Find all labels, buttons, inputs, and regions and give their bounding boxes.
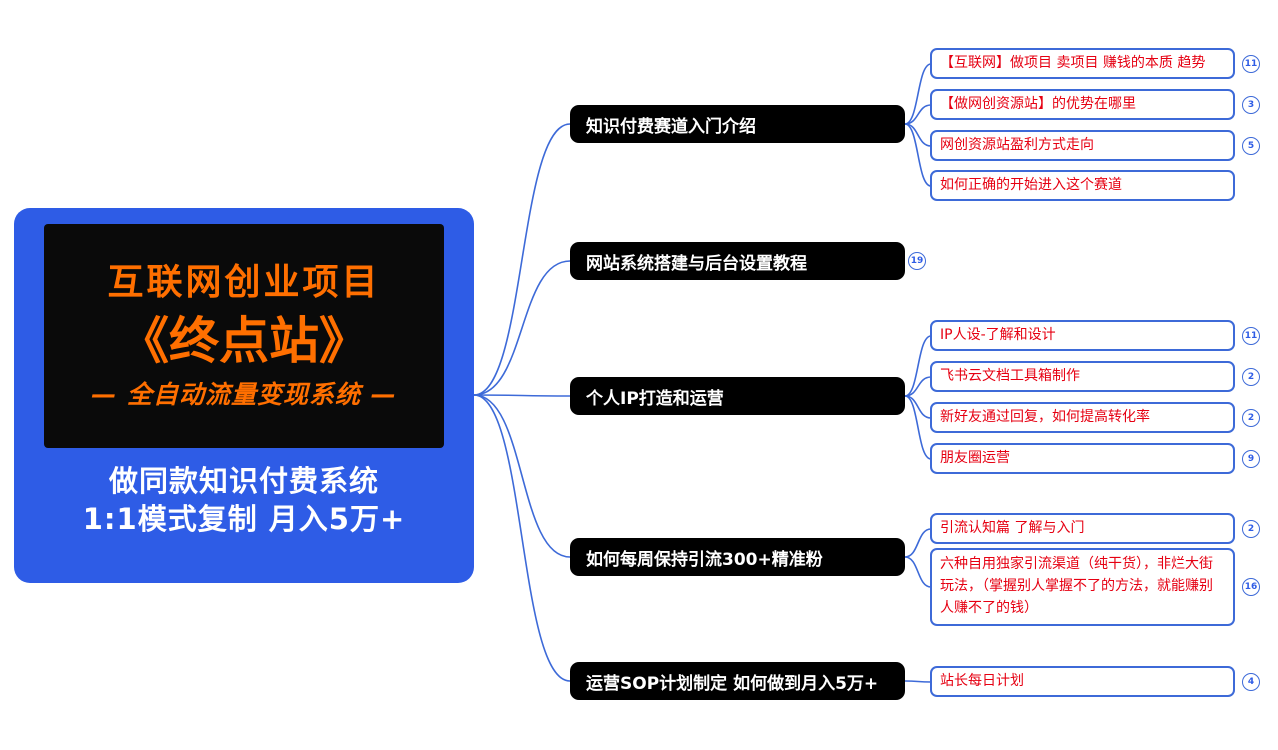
connector — [904, 556, 932, 588]
topic-count-badge: 19 — [908, 252, 926, 270]
subtopic-label: 新好友通过回复，如何提高转化率 — [940, 408, 1150, 425]
topic-count-badge: 2 — [1242, 368, 1260, 386]
connector — [904, 680, 932, 683]
branch-topic-traffic[interactable]: 如何每周保持引流300+精准粉 — [570, 538, 905, 576]
subtopic-label: 飞书云文档工具箱制作 — [940, 367, 1080, 384]
connector — [473, 260, 571, 396]
topic-count-badge: 11 — [1242, 327, 1260, 345]
subtopic-1-4[interactable]: 如何正确的开始进入这个赛道 — [930, 170, 1235, 201]
root-title-line1: 互联网创业项目 — [107, 261, 381, 303]
connector — [904, 528, 932, 558]
subtopic-label: 如何正确的开始进入这个赛道 — [940, 176, 1122, 193]
connector — [904, 104, 932, 125]
subtopic-label: 【互联网】做项目 卖项目 赚钱的本质 趋势 — [940, 54, 1206, 71]
branch-topic-label: 运营SOP计划制定 如何做到月入5万+ — [586, 673, 879, 694]
connector — [904, 395, 932, 460]
root-topic-banner: 互联网创业项目 《终点站》 — 全自动流量变现系统 — — [44, 224, 444, 448]
branch-topic-label: 如何每周保持引流300+精准粉 — [586, 549, 823, 570]
subtopic-label: 朋友圈运营 — [940, 449, 1010, 466]
topic-count-badge: 9 — [1242, 450, 1260, 468]
branch-topic-personal-ip[interactable]: 个人IP打造和运营 — [570, 377, 905, 415]
topic-count-badge: 4 — [1242, 673, 1260, 691]
root-topic[interactable]: 互联网创业项目 《终点站》 — 全自动流量变现系统 — 做同款知识付费系统 1:… — [14, 208, 474, 583]
connector — [904, 376, 932, 397]
subtopic-1-2[interactable]: 【做网创资源站】的优势在哪里 — [930, 89, 1235, 120]
topic-count-badge: 2 — [1242, 409, 1260, 427]
branch-topic-website-setup[interactable]: 网站系统搭建与后台设置教程 — [570, 242, 905, 280]
branch-topic-label: 个人IP打造和运营 — [586, 388, 724, 409]
connector — [904, 123, 932, 187]
branch-topic-label: 知识付费赛道入门介绍 — [586, 116, 756, 137]
branch-topic-sop[interactable]: 运营SOP计划制定 如何做到月入5万+ — [570, 662, 905, 700]
subtopic-label: 六种自用独家引流渠道（纯干货），非烂大街玩法，（掌握别人掌握不了的方法，就能赚别… — [940, 556, 1213, 616]
subtopic-3-4[interactable]: 朋友圈运营 — [930, 443, 1235, 474]
subtopic-label: 【做网创资源站】的优势在哪里 — [940, 95, 1136, 112]
topic-count-badge: 11 — [1242, 55, 1260, 73]
connector — [904, 123, 932, 147]
subtopic-3-1[interactable]: IP人设-了解和设计 — [930, 320, 1235, 351]
subtopic-label: 引流认知篇 了解与入门 — [940, 519, 1085, 536]
subtopic-3-3[interactable]: 新好友通过回复，如何提高转化率 — [930, 402, 1235, 433]
subtopic-3-2[interactable]: 飞书云文档工具箱制作 — [930, 361, 1235, 392]
subtopic-label: IP人设-了解和设计 — [940, 326, 1056, 343]
branch-topic-intro[interactable]: 知识付费赛道入门介绍 — [570, 105, 905, 143]
root-subtitle-line2: 1:1模式复制 月入5万+ — [82, 502, 406, 536]
connector — [473, 394, 571, 397]
connector — [904, 63, 932, 125]
subtopic-1-1[interactable]: 【互联网】做项目 卖项目 赚钱的本质 趋势 — [930, 48, 1235, 79]
topic-count-badge: 2 — [1242, 520, 1260, 538]
branch-topic-label: 网站系统搭建与后台设置教程 — [586, 253, 807, 274]
subtopic-label: 网创资源站盈利方式走向 — [940, 136, 1094, 153]
connector — [904, 395, 932, 419]
subtopic-5-1[interactable]: 站长每日计划 — [930, 666, 1235, 697]
topic-count-badge: 16 — [1242, 578, 1260, 596]
subtopic-4-1[interactable]: 引流认知篇 了解与入门 — [930, 513, 1235, 544]
root-title-line2: 《终点站》 — [119, 312, 369, 371]
root-subtitle: 做同款知识付费系统 1:1模式复制 月入5万+ — [14, 462, 474, 538]
connector — [473, 394, 571, 682]
topic-count-badge: 3 — [1242, 96, 1260, 114]
subtopic-4-2[interactable]: 六种自用独家引流渠道（纯干货），非烂大街玩法，（掌握别人掌握不了的方法，就能赚别… — [930, 548, 1235, 626]
connector — [473, 394, 571, 558]
subtopic-1-3[interactable]: 网创资源站盈利方式走向 — [930, 130, 1235, 161]
connector — [473, 123, 571, 396]
topic-count-badge: 5 — [1242, 137, 1260, 155]
connector — [904, 335, 932, 397]
root-title-line3: — 全自动流量变现系统 — — [91, 380, 397, 410]
root-subtitle-line1: 做同款知识付费系统 — [108, 464, 379, 498]
subtopic-label: 站长每日计划 — [940, 672, 1024, 689]
